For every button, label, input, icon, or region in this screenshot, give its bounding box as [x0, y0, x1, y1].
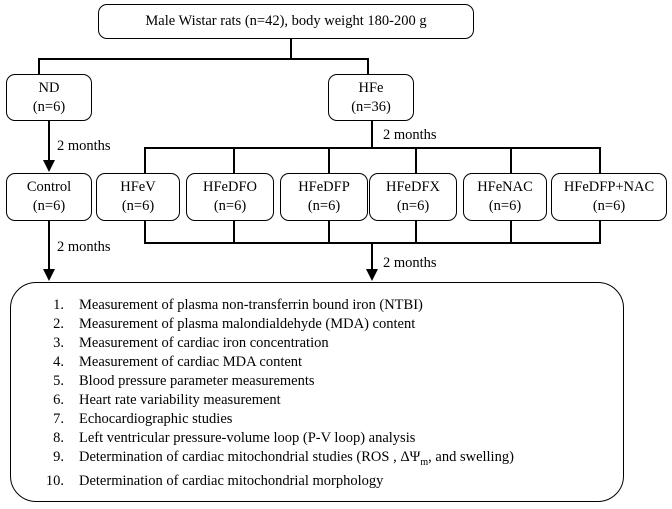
connector-from-hfedfx [415, 221, 417, 244]
outcomes-list: 1. Measurement of plasma non-transferrin … [46, 296, 514, 491]
connector-nd-to-control [48, 120, 50, 160]
outcome-item: 5. Blood pressure parameter measurements [51, 372, 514, 391]
connector-from-hfev [144, 221, 146, 244]
outcome-text: Left ventricular pressure-volume loop (P… [79, 430, 416, 446]
connector-control-to-outcomes [48, 221, 50, 269]
group-name: HFeDFP [298, 179, 350, 195]
group-count: (n=6) [121, 198, 155, 214]
outcome-item: 1. Measurement of plasma non-transferrin … [51, 296, 514, 315]
group-count: (n=6) [307, 198, 341, 214]
outcome-text-tail: , and swelling) [428, 449, 514, 465]
group-name: HFeDFO [203, 179, 257, 195]
hfe-box: HFe (n=36) [328, 74, 414, 121]
nd-count: (n=6) [32, 98, 66, 115]
outcome-item: 10. Determination of cardiac mitochondria… [46, 472, 514, 491]
outcome-number: 2. [53, 316, 64, 332]
duration-label-hfe: 2 months [383, 127, 437, 143]
hfe-count: (n=36) [351, 98, 391, 115]
group-name: HFeDFX [386, 179, 440, 195]
top-population-text: Male Wistar rats (n=42), body weight 180… [145, 13, 427, 29]
duration-label-groups: 2 months [383, 255, 437, 271]
outcome-number: 8. [53, 430, 64, 446]
arrowhead-control-outcomes [43, 269, 55, 281]
top-population-box: Male Wistar rats (n=42), body weight 180… [98, 4, 474, 39]
arrowhead-control [43, 160, 55, 172]
outcome-item: 8. Left ventricular pressure-volume loop … [51, 429, 514, 448]
outcome-item: 7. Echocardiographic studies [51, 410, 514, 429]
connector-to-hfev [144, 147, 146, 173]
outcome-text: Measurement of plasma non-transferrin bo… [79, 297, 423, 313]
duration-label-control: 2 months [57, 239, 111, 255]
outcome-number: 1. [53, 297, 64, 313]
outcome-number: 3. [53, 335, 64, 351]
outcome-number: 4. [53, 354, 64, 370]
outcome-number: 5. [53, 373, 64, 389]
connector-to-hfedfo [233, 147, 235, 173]
connector-to-nd [38, 58, 40, 74]
group-box-control: Control (n=6) [6, 173, 92, 221]
outcome-text: Determination of cardiac mitochondrial m… [79, 472, 384, 489]
connector-to-hfedfp [328, 147, 330, 173]
group-box-hfedfp: HFeDFP (n=6) [280, 173, 368, 221]
connector-to-hfedfx [415, 147, 417, 173]
outcome-text: Determination of cardiac mitochondrial s… [79, 448, 514, 472]
outcome-text-main: Determination of cardiac mitochondrial s… [79, 449, 421, 465]
group-box-hfedfpnac: HFeDFP+NAC (n=6) [551, 173, 667, 221]
outcome-text: Measurement of cardiac MDA content [79, 354, 303, 370]
group-name: HFeV [120, 179, 156, 195]
group-box-hfedfo: HFeDFO (n=6) [186, 173, 274, 221]
connector-to-hfe [367, 58, 369, 74]
group-count: (n=6) [488, 198, 522, 214]
outcome-item: 4. Measurement of cardiac MDA content [51, 353, 514, 372]
connector-top-stem [290, 38, 292, 59]
outcome-text: Echocardiographic studies [79, 411, 233, 427]
connector-to-hfenac [510, 147, 512, 173]
group-count: (n=6) [32, 198, 66, 214]
outcome-number: 6. [53, 392, 64, 408]
connector-groups-to-outcomes [371, 242, 373, 269]
group-box-hfedfx: HFeDFX (n=6) [369, 173, 457, 221]
group-name: HFeNAC [477, 179, 533, 195]
group-count: (n=6) [396, 198, 430, 214]
duration-label-nd: 2 months [57, 138, 111, 154]
group-count: (n=6) [592, 198, 626, 214]
outcome-number: 10. [45, 472, 64, 489]
connector-hfe-stem [371, 120, 373, 148]
outcome-item: 6. Heart rate variability measurement [51, 391, 514, 410]
connector-from-hfedfpnac [599, 221, 601, 244]
outcome-item: 9. Determination of cardiac mitochondrial… [51, 448, 514, 472]
outcome-number: 9. [53, 449, 64, 465]
group-name: Control [26, 179, 72, 195]
outcome-text: Measurement of cardiac iron concentratio… [79, 335, 329, 351]
hfe-name: HFe [358, 79, 384, 96]
connector-from-hfedfo [233, 221, 235, 244]
outcome-text: Blood pressure parameter measurements [79, 373, 315, 389]
nd-box: ND (n=6) [6, 74, 92, 121]
outcome-item: 2. Measurement of plasma malondialdehyde … [51, 315, 514, 334]
outcome-text-subscript: m [420, 456, 429, 468]
outcome-text: Heart rate variability measurement [79, 392, 281, 408]
outcome-number: 7. [53, 411, 64, 427]
arrowhead-groups-outcomes [366, 269, 378, 281]
group-name: HFeDFP+NAC [563, 179, 655, 195]
outcome-item: 3. Measurement of cardiac iron concentrat… [51, 334, 514, 353]
group-box-hfev: HFeV (n=6) [96, 173, 180, 221]
group-count: (n=6) [213, 198, 247, 214]
group-box-hfenac: HFeNAC (n=6) [463, 173, 547, 221]
connector-groups-top-bar [144, 147, 601, 149]
connector-from-hfenac [510, 221, 512, 244]
outcomes-box: 1. Measurement of plasma non-transferrin … [10, 282, 624, 502]
connector-to-hfedfpnac [599, 147, 601, 173]
connector-from-hfedfp [328, 221, 330, 244]
nd-name: ND [38, 79, 60, 96]
connector-top-branch [38, 58, 369, 60]
outcome-text: Measurement of plasma malondialdehyde (M… [79, 316, 416, 332]
